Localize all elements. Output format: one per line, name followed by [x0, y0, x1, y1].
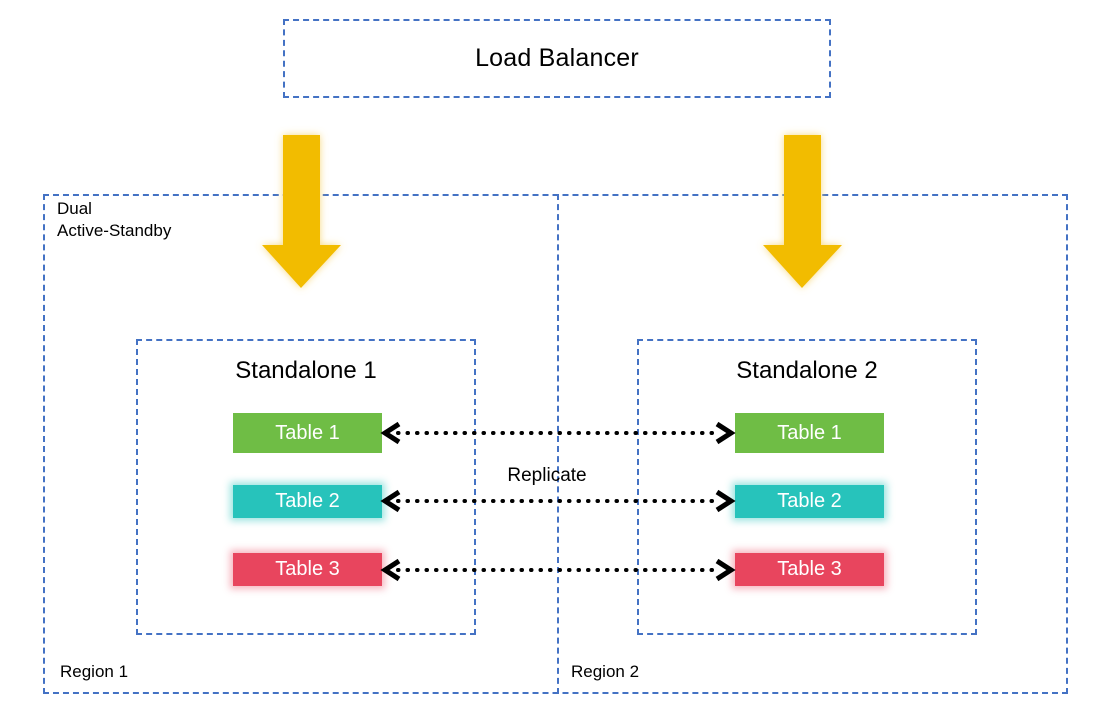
- standalone-1-table-1: Table 1: [233, 413, 382, 453]
- table-chip-label: Table 1: [777, 421, 842, 444]
- standalone-2-table-1: Table 1: [735, 413, 884, 453]
- dual-active-standby-label: Dual Active-Standby: [57, 199, 172, 240]
- table-chip-label: Table 1: [275, 421, 340, 444]
- standalone-1-table-2: Table 2: [233, 485, 382, 518]
- table-chip-label: Table 2: [777, 490, 842, 512]
- table-chip-label: Table 2: [275, 490, 340, 512]
- standalone-1-box: Standalone 1: [136, 339, 476, 635]
- region-divider-line: [557, 194, 559, 694]
- standalone-1-title: Standalone 1: [235, 357, 377, 384]
- region-1-label: Region 1: [60, 662, 129, 681]
- load-balancer-label: Load Balancer: [475, 44, 639, 72]
- table-chip-label: Table 3: [275, 558, 340, 580]
- table-chip-label: Table 3: [777, 558, 842, 580]
- dual-active-standby-region: [43, 194, 1068, 694]
- standalone-2-table-2: Table 2: [735, 485, 884, 518]
- standalone-2-box: Standalone 2: [637, 339, 977, 635]
- region-2-label: Region 2: [571, 662, 640, 681]
- standalone-1-table-3: Table 3: [233, 553, 382, 586]
- load-balancer-box: Load Balancer: [283, 19, 831, 98]
- standalone-2-table-3: Table 3: [735, 553, 884, 586]
- standalone-2-title: Standalone 2: [736, 357, 878, 384]
